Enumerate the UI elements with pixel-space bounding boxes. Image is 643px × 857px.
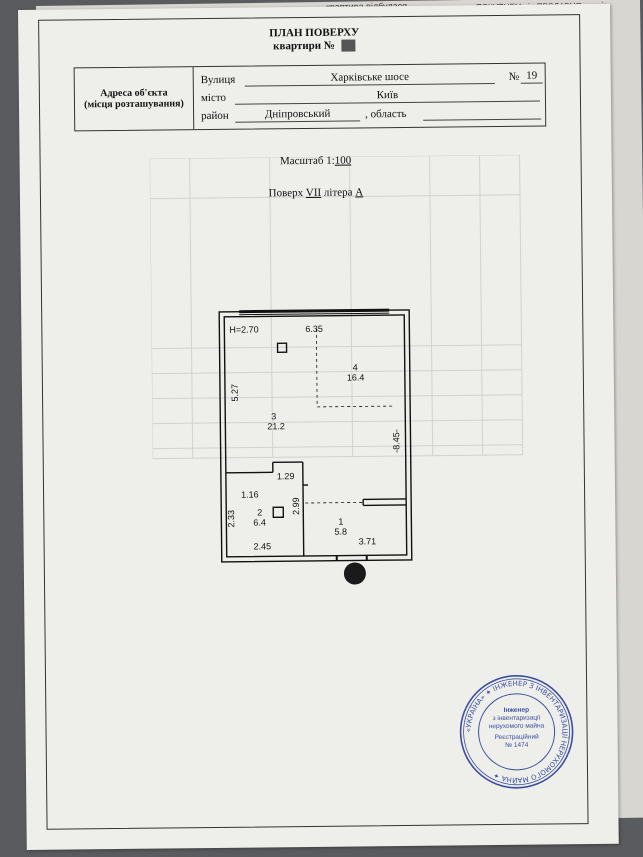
dimension-2-99: 2.99 <box>290 497 302 515</box>
top-width-dimension: 6.35 <box>305 323 323 335</box>
number-underline <box>520 82 543 84</box>
address-label-cell: Адреса об'єкта (місця розташування) <box>74 67 195 131</box>
room-3-area: 21.2 <box>267 421 285 432</box>
city-label: місто <box>200 91 227 105</box>
room-4-number: 4 <box>352 362 358 373</box>
scale-value: 100 <box>334 154 352 167</box>
dimension-2-45: 2.45 <box>253 541 272 552</box>
street-label: Вулиця <box>200 73 236 87</box>
ceiling-height: Н=2.70 <box>229 324 259 335</box>
district-underline <box>235 120 361 123</box>
dimension-3-71: 3.71 <box>358 536 377 547</box>
floor-label: Поверх <box>268 187 304 200</box>
redacted-apartment-number <box>341 39 356 53</box>
right-length-dimension: -8.45- <box>391 429 402 453</box>
stamp-center-text: Інженер з інвентаризації нерухомого майн… <box>477 706 555 750</box>
room-4-area: 16.4 <box>346 372 365 383</box>
district-label: район <box>201 109 229 123</box>
dimension-1-16: 1.16 <box>241 489 259 500</box>
left-height-dimension: 5.27 <box>229 383 240 402</box>
letter-label: літера <box>323 186 353 199</box>
room-3-number: 3 <box>271 411 277 422</box>
address-table: Адреса об'єкта (місця розташування) Вули… <box>73 62 547 132</box>
official-stamp: «УКРАЇНА» ✦ ІНЖЕНЕР З ІНВЕНТАРИЗАЦІЇ НЕР… <box>457 672 576 791</box>
number-label: № <box>508 70 520 83</box>
floor-plan-walls <box>218 308 413 563</box>
room-2-number: 2 <box>257 507 263 518</box>
room-1-area: 5.8 <box>334 526 348 537</box>
redaction-mark <box>343 562 367 585</box>
region-underline <box>423 118 542 121</box>
stamp-seal-graphic: «УКРАЇНА» ✦ ІНЖЕНЕР З ІНВЕНТАРИЗАЦІЇ НЕР… <box>459 675 574 789</box>
apartment-label: квартири № <box>273 39 335 53</box>
scale-label: Масштаб 1: <box>279 154 335 168</box>
number-value: 19 <box>526 69 538 82</box>
show-through-table <box>149 154 524 460</box>
dimension-1-29: 1.29 <box>276 471 295 482</box>
letter-value: А <box>355 186 364 199</box>
address-label: Адреса об'єкта <box>100 87 168 100</box>
stamp-line-3: нерухомого майна <box>488 722 545 731</box>
floor-value: VII <box>305 186 322 199</box>
region-label: , область <box>365 107 407 121</box>
dimension-2-33: 2.33 <box>226 509 237 528</box>
room-2-area: 6.4 <box>253 517 266 528</box>
district-value: Дніпровський <box>264 107 331 121</box>
room-1-number: 1 <box>338 516 344 527</box>
floor-plan-document: ПЛАН ПОВЕРХУ квартири № Адреса об'єкта (… <box>18 3 619 850</box>
address-label-sub: (місця розташування) <box>84 98 184 111</box>
stamp-line-5: № 1474 <box>505 741 529 749</box>
